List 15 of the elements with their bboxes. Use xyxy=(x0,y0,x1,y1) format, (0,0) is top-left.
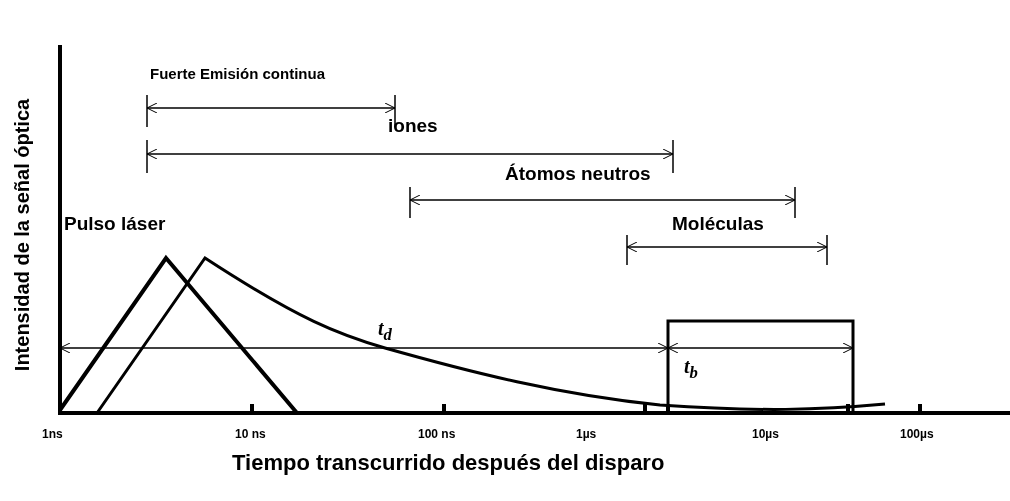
tick-label: 100µs xyxy=(900,428,934,440)
tick-label: 1ns xyxy=(42,428,63,440)
curve-label: Pulso láser xyxy=(64,214,166,233)
range-label: Átomos neutros xyxy=(505,164,651,183)
range-label: Moléculas xyxy=(672,214,764,233)
tick-label: 100 ns xyxy=(418,428,456,440)
tick-label: 1µs xyxy=(576,428,597,440)
axis-title: Tiempo transcurrido después del disparo xyxy=(232,452,665,474)
tick-label: 10 ns xyxy=(235,428,266,440)
range-label: iones xyxy=(388,116,438,135)
range-label: Fuerte Emisión continua xyxy=(150,66,326,81)
tick-label: 10µs xyxy=(752,428,779,440)
time-label: t$_{d}$ xyxy=(378,318,392,344)
axis-title: Intensidad de la señal óptica xyxy=(12,97,32,374)
time-label: t$_{b}$ xyxy=(684,356,698,382)
